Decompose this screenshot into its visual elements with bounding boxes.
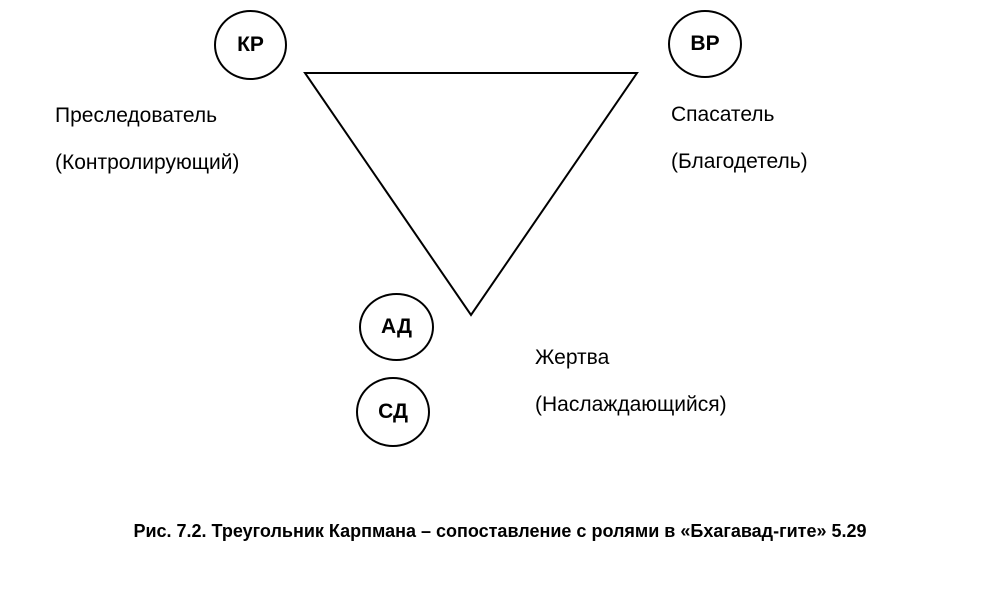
figure-caption: Рис. 7.2. Треугольник Карпмана – сопоста…	[133, 521, 867, 541]
node-sd: СД	[356, 377, 430, 447]
node-ad-label: АД	[381, 315, 412, 338]
node-ad: АД	[359, 293, 434, 361]
role-rescuer-subtitle: (Благодетель)	[671, 150, 808, 173]
node-vr: ВР	[668, 10, 742, 78]
node-kr: КР	[214, 10, 287, 80]
role-victim-title: Жертва	[535, 346, 610, 369]
node-sd-label: СД	[378, 400, 408, 423]
role-rescuer-title: Спасатель	[671, 103, 775, 126]
node-vr-label: ВР	[690, 32, 720, 55]
role-victim-subtitle: (Наслаждающийся)	[535, 393, 727, 416]
role-persecutor-subtitle: (Контролирующий)	[55, 151, 240, 174]
role-persecutor-title: Преследователь	[55, 104, 218, 127]
triangle-shape	[303, 72, 639, 317]
node-kr-label: КР	[237, 33, 264, 56]
